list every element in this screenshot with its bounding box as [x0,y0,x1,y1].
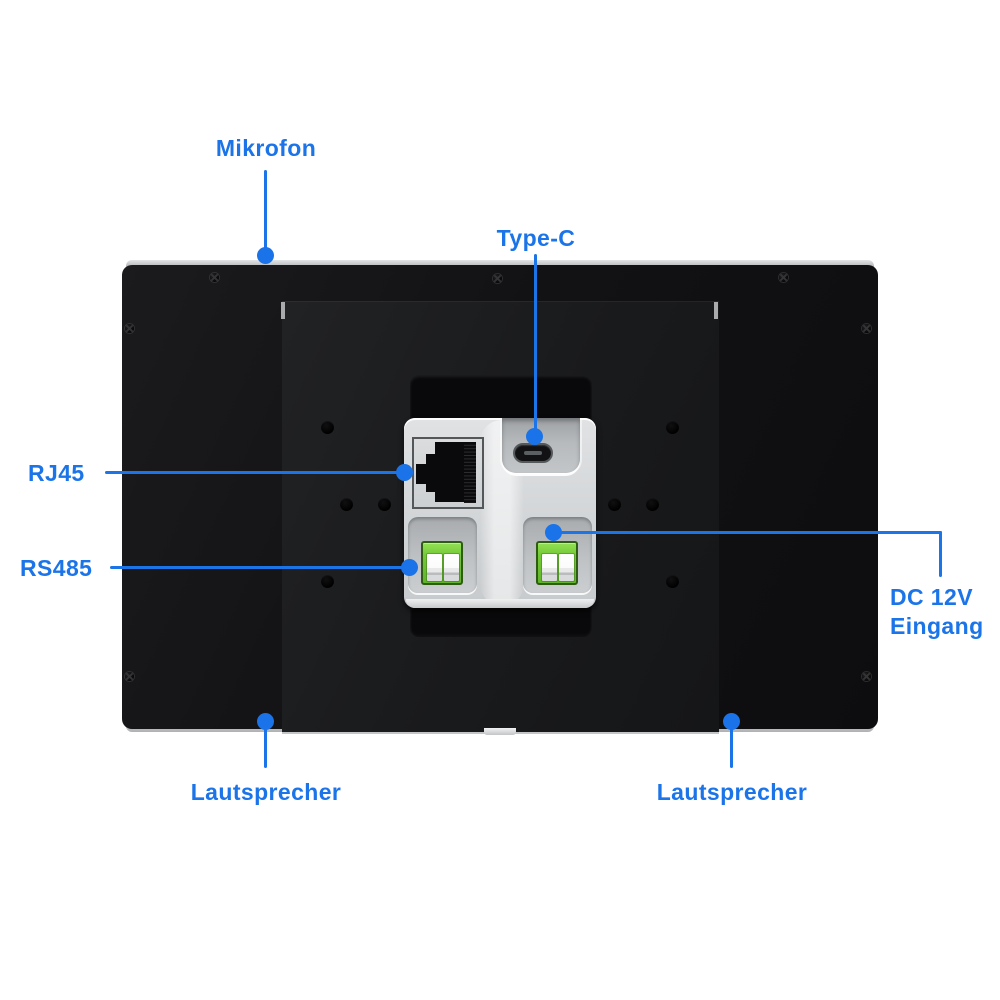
label-microphone: Mikrofon [215,135,317,161]
dc-input-leader-line-v [939,531,942,577]
rj45-jack-icon [416,442,476,503]
screw-icon [125,672,134,681]
mount-hole [378,498,391,511]
screw-icon [210,273,219,282]
label-speaker-right: Lautsprecher [656,779,808,805]
microphone-leader-line [264,170,267,250]
panel-bottom-strip [406,599,594,608]
vesa-hole [666,575,679,588]
label-type-c: Type-C [496,225,576,251]
rs485-anchor-dot [401,559,418,576]
microphone-anchor-dot [257,247,274,264]
dc-12v-terminal-block [536,541,578,585]
dc-input-anchor-dot [545,524,562,541]
plate-corner-notch [281,302,285,319]
type-c-slot [524,451,542,455]
vesa-hole [321,421,334,434]
speaker-right-leader-line [730,726,733,768]
screw-icon [125,324,134,333]
label-dc-input: DC 12V Eingang [890,583,984,641]
mount-hole [646,498,659,511]
plate-bottom-tab [484,728,516,735]
rs485-terminal-block [421,541,463,585]
type-c-pocket [502,418,580,473]
io-panel [404,418,596,608]
vesa-hole [666,421,679,434]
label-dc-input-line1: DC 12V [890,584,973,610]
speaker-left-leader-line [264,726,267,768]
screw-icon [862,324,871,333]
rs485-leader-line [110,566,405,569]
vesa-hole [321,575,334,588]
rj45-port [412,437,484,509]
terminal-slot [542,554,557,581]
type-c-leader-line [534,254,537,432]
label-dc-input-line2: Eingang [890,613,984,639]
dc-input-leader-line-h [558,531,942,534]
screw-icon [779,273,788,282]
terminal-slot [444,554,459,581]
label-rj45: RJ45 [28,460,85,486]
speaker-right-anchor-dot [723,713,740,730]
rj45-leader-line [105,471,400,474]
mount-hole [340,498,353,511]
terminal-slot [559,554,574,581]
screw-icon [493,274,502,283]
mount-hole [608,498,621,511]
label-speaker-left: Lautsprecher [190,779,342,805]
type-c-port [513,443,553,463]
rs485-pocket [408,517,477,593]
plate-corner-notch [714,302,718,319]
type-c-anchor-dot [526,428,543,445]
rj45-anchor-dot [396,464,413,481]
label-rs485: RS485 [20,555,93,581]
screw-icon [862,672,871,681]
speaker-left-anchor-dot [257,713,274,730]
terminal-slot [427,554,442,581]
